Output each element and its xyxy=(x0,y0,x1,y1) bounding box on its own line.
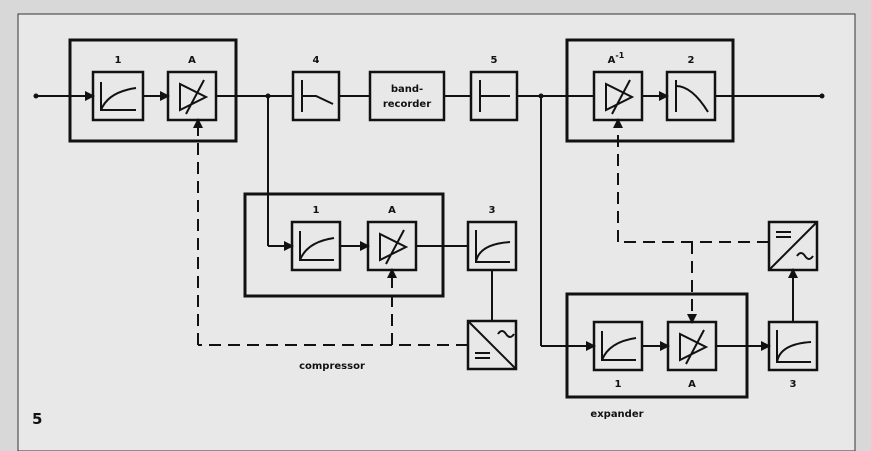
figure-number: 5 xyxy=(32,410,42,428)
compressor-main-group xyxy=(68,38,238,143)
lowpass-icon xyxy=(100,82,137,111)
ac-dc-converter-icon xyxy=(467,320,517,370)
label-exp-3: 3 xyxy=(790,379,797,390)
compressor-control-dashed xyxy=(193,118,468,346)
label-block-A: A xyxy=(188,55,196,66)
label-block-4: 4 xyxy=(313,55,320,66)
preemphasis-icon xyxy=(301,80,334,112)
variable-amp-icon xyxy=(179,79,209,115)
input-node xyxy=(33,93,39,99)
expander-control-dashed xyxy=(613,118,769,324)
dc-ac-converter-icon xyxy=(768,221,818,271)
label-comp-3: 3 xyxy=(489,205,496,216)
label-comp-1: 1 xyxy=(313,205,320,216)
label-block-5: 5 xyxy=(491,55,498,66)
label-exp-A: A xyxy=(688,379,696,390)
label-inverse-A: A-1 xyxy=(608,51,625,66)
band-recorder-label-2: recorder xyxy=(383,99,431,110)
lowpass-icon xyxy=(299,231,335,261)
expander-sidechain-wiring xyxy=(540,96,798,351)
compressor-sidechain-wiring xyxy=(267,96,493,321)
label-block-2: 2 xyxy=(688,55,695,66)
label-exp-1: 1 xyxy=(615,379,622,390)
expander-main-group xyxy=(565,38,735,143)
variable-amp-icon xyxy=(605,79,635,115)
variable-amp-icon xyxy=(679,329,709,365)
deemphasis-icon xyxy=(675,80,709,113)
label-inverse-A-base: A xyxy=(608,55,616,66)
variable-amp-icon xyxy=(379,229,409,265)
label-comp-A: A xyxy=(388,205,396,216)
filter-icon xyxy=(776,330,812,363)
highpass-icon xyxy=(479,80,510,112)
label-block-1: 1 xyxy=(115,55,122,66)
label-inverse-A-sup: -1 xyxy=(615,51,624,60)
filter-icon xyxy=(475,230,511,263)
band-recorder-label-1: band- xyxy=(391,84,423,95)
compressor-caption: compressor xyxy=(299,361,365,372)
lowpass-icon xyxy=(601,331,637,361)
output-node xyxy=(819,93,825,99)
expander-caption: expander xyxy=(590,409,643,420)
